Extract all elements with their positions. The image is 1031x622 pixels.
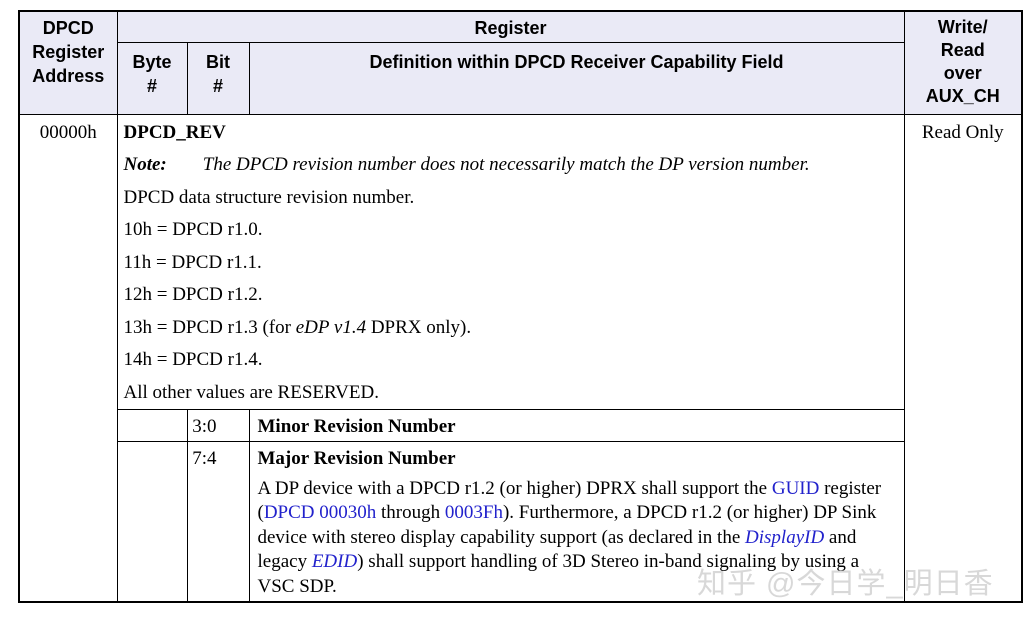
access-type-value: Read Only <box>903 113 1023 602</box>
edp-version-emphasis: eDP v1.4 <box>295 316 367 338</box>
value-entry: 12h = DPCD r1.2. <box>123 284 263 305</box>
value-text: DPRX only). <box>366 316 472 338</box>
description-text: ) shall support handling of 3D Stereo in… <box>257 551 860 597</box>
column-header-bit: Bit # <box>186 41 250 115</box>
register-note: Note: The DPCD revision number does not n… <box>124 149 894 182</box>
value-entry: 14h = DPCD r1.4. <box>123 349 263 370</box>
header-line: Bit <box>206 51 230 72</box>
header-row-2: Byte # Bit # Definition within DPCD Rece… <box>19 41 1022 115</box>
column-header-byte: Byte # <box>116 41 188 115</box>
column-header-definition: Definition within DPCD Receiver Capabili… <box>248 41 905 115</box>
dpcd-0003fh-link[interactable]: 0003Fh <box>444 502 503 524</box>
byte-cell-empty <box>116 409 188 442</box>
header-line: Register <box>32 42 105 62</box>
bit-field-row-minor: 3:0 Minor Revision Number <box>19 409 1022 442</box>
byte-cell-empty <box>116 441 188 602</box>
register-address-value: 00000h <box>18 113 118 602</box>
description-text: A DP device with a DPCD r1.2 (or higher)… <box>257 478 772 499</box>
header-line: # <box>146 75 157 96</box>
column-header-write-read-aux: Write/ Read over AUX_CH <box>903 10 1023 115</box>
note-label: Note: <box>123 154 167 175</box>
description-text: and legacy <box>257 526 857 573</box>
header-line: over <box>943 63 982 83</box>
dpcd-00030h-link[interactable]: DPCD 00030h <box>263 502 377 524</box>
header-line: Write/ <box>937 17 988 37</box>
displayid-link[interactable]: DisplayID <box>745 526 825 548</box>
bit-range-value: 3:0 <box>186 409 250 442</box>
edid-link[interactable]: EDID <box>311 551 358 573</box>
dpcd-register-table: DPCD Register Address Register Write/ Re… <box>18 10 1023 603</box>
register-definition-cell: DPCD_REV Note: The DPCD revision number d… <box>116 113 905 410</box>
header-line: # <box>212 75 223 96</box>
column-header-dpcd-register-address: DPCD Register Address <box>18 10 118 115</box>
header-line: AUX_CH <box>925 86 1000 106</box>
bit-field-name: Major Revision Number <box>257 448 456 469</box>
header-line: Read <box>940 40 985 60</box>
header-line: DPCD <box>42 18 94 38</box>
bit-field-description: A DP device with a DPCD r1.2 (or higher)… <box>258 477 898 599</box>
reserved-note: All other values are RESERVED. <box>123 381 379 403</box>
note-text: The DPCD revision number does not necess… <box>202 154 810 175</box>
register-row-dpcd-rev: 00000h DPCD_REV Note: The DPCD revision n… <box>18 113 1023 602</box>
bit-field-name: Minor Revision Number <box>257 416 456 437</box>
bit-field-row-major: 7:4 Major Revision Number A DP device wi… <box>19 441 1022 602</box>
description-text: register ( <box>257 478 882 524</box>
description-text: through <box>376 502 445 524</box>
bit-field-definition-cell: Major Revision Number A DP device with a… <box>248 441 905 602</box>
header-line: Byte <box>132 51 172 72</box>
header-line: Address <box>32 66 105 86</box>
column-header-register: Register <box>116 10 905 43</box>
bit-field-definition-cell: Minor Revision Number <box>248 409 905 442</box>
header-row-1: DPCD Register Address Register Write/ Re… <box>18 10 1023 115</box>
value-entry: 13h = DPCD r1.3 (for eDP v1.4 DPRX only)… <box>124 312 894 345</box>
bit-range-value: 7:4 <box>186 441 250 602</box>
guid-register-link[interactable]: GUID <box>771 478 820 499</box>
description-text: ). Furthermore, a DPCD r1.2 (or higher) … <box>257 502 877 548</box>
value-text: 13h = DPCD r1.3 (for <box>123 316 296 338</box>
register-description: DPCD data structure revision number. <box>123 186 415 208</box>
register-name: DPCD_REV <box>123 121 226 143</box>
value-entry: 11h = DPCD r1.1. <box>123 251 262 273</box>
value-entry: 10h = DPCD r1.0. <box>123 219 263 240</box>
